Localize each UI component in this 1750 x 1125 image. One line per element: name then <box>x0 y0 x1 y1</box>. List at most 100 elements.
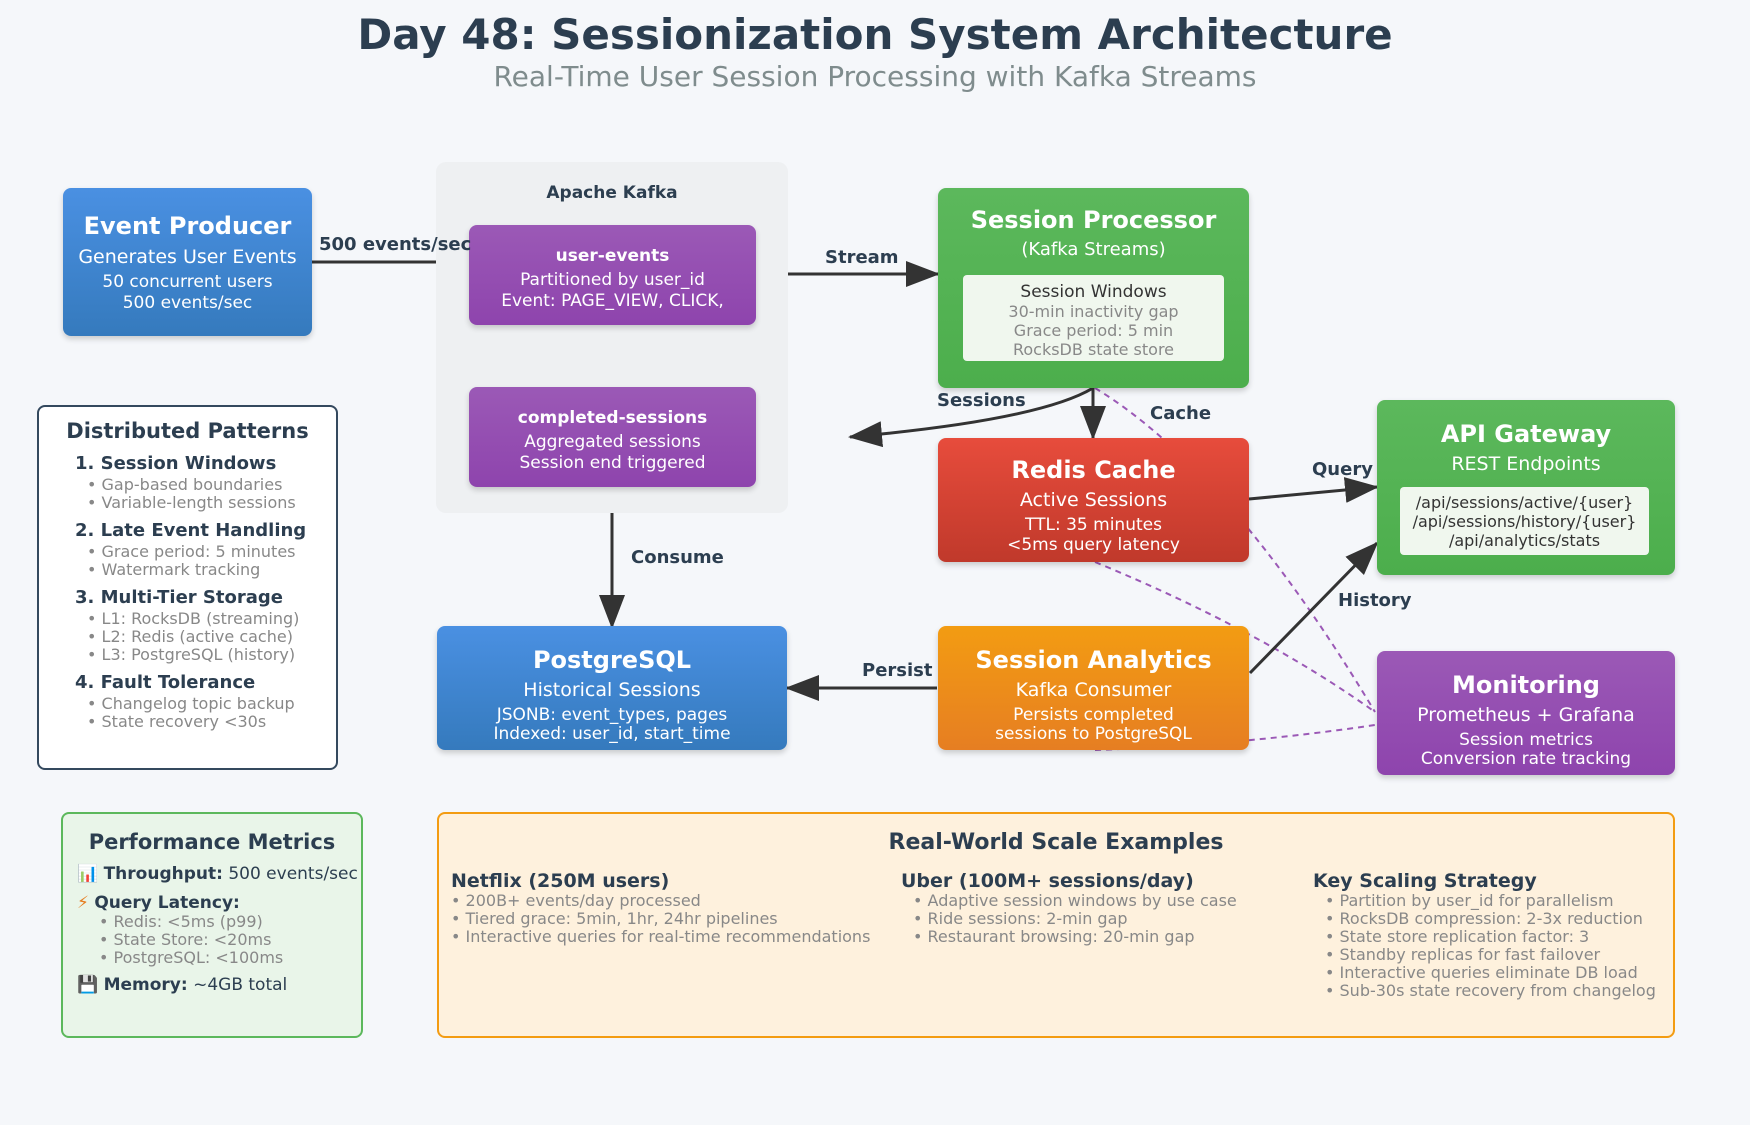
user-events-line1: Partitioned by user_id <box>520 270 705 290</box>
redis-cache-node[interactable]: Redis Cache Active Sessions TTL: 35 minu… <box>938 438 1249 562</box>
redis-title: Redis Cache <box>1011 456 1176 484</box>
redis-line2: TTL: 35 minutes <box>1025 515 1162 535</box>
performance-metrics-panel: Performance Metrics 📊 Throughput: 500 ev… <box>61 812 363 1038</box>
session-windows-panel: Session Windows 30-min inactivity gap Gr… <box>963 275 1224 361</box>
uber-column: Uber (100M+ sessions/day) • Adaptive ses… <box>901 870 1291 946</box>
uber-item-1: • Adaptive session windows by use case <box>913 891 1237 910</box>
kafka-label: Apache Kafka <box>546 183 678 203</box>
netflix-item-3: • Interactive queries for real-time reco… <box>451 927 871 946</box>
monitoring-node[interactable]: Monitoring Prometheus + Grafana Session … <box>1377 651 1675 775</box>
event-producer-node[interactable]: Event Producer Generates User Events 50 … <box>63 188 312 336</box>
postgresql-node[interactable]: PostgreSQL Historical Sessions JSONB: ev… <box>437 626 787 750</box>
user-events-topic[interactable]: user-events Partitioned by user_id Event… <box>469 225 756 325</box>
completed-sessions-topic[interactable]: completed-sessions Aggregated sessions S… <box>469 387 756 487</box>
pattern-1-sub1: • Gap-based boundaries <box>87 475 283 494</box>
processor-inner-line1: 30-min inactivity gap <box>1008 302 1179 321</box>
strategy-item-3: • State store replication factor: 3 <box>1325 927 1590 946</box>
processor-inner-title: Session Windows <box>1020 282 1167 302</box>
edge-label-consume: Consume <box>631 547 724 568</box>
redis-line3: <5ms query latency <box>1007 535 1180 555</box>
page-title: Day 48: Sessionization System Architectu… <box>357 10 1393 59</box>
producer-line2: 50 concurrent users <box>102 272 273 292</box>
monitoring-line1: Prometheus + Grafana <box>1417 704 1635 726</box>
pattern-2-sub1: • Grace period: 5 minutes <box>87 542 296 561</box>
pattern-2-sub2: • Watermark tracking <box>87 560 261 579</box>
user-events-title: user-events <box>555 246 670 266</box>
producer-title: Event Producer <box>83 212 292 240</box>
analytics-line2: Persists completed <box>1013 705 1174 725</box>
pattern-3-head: 3. Multi-Tier Storage <box>75 587 283 608</box>
distributed-patterns-panel: Distributed Patterns 1. Session Windows … <box>37 405 338 770</box>
edge-label-persist: Persist <box>862 660 933 681</box>
netflix-item-2: • Tiered grace: 5min, 1hr, 24hr pipeline… <box>451 909 778 928</box>
api-line1: REST Endpoints <box>1451 453 1601 475</box>
memory-value: ~4GB total <box>193 975 288 995</box>
bar-chart-icon: 📊 <box>77 864 99 884</box>
metrics-title: Performance Metrics <box>88 830 336 854</box>
session-processor-node[interactable]: Session Processor (Kafka Streams) Sessio… <box>938 188 1249 388</box>
edge-label-cache: Cache <box>1150 403 1212 424</box>
processor-subtitle: (Kafka Streams) <box>1021 239 1166 260</box>
processor-inner-line3: RocksDB state store <box>1012 340 1175 359</box>
latency-state-store: • State Store: <20ms <box>99 930 272 949</box>
analytics-line1: Kafka Consumer <box>1015 679 1172 701</box>
redis-line1: Active Sessions <box>1019 489 1168 511</box>
edge-label-sessions: Sessions <box>937 390 1026 411</box>
netflix-item-1: • 200B+ events/day processed <box>451 891 701 910</box>
throughput-label: Throughput: <box>103 864 223 884</box>
pattern-3-sub2: • L2: Redis (active cache) <box>87 627 293 646</box>
patterns-title: Distributed Patterns <box>66 419 309 443</box>
processor-title: Session Processor <box>970 206 1217 234</box>
endpoints-panel: /api/sessions/active/{user} /api/session… <box>1400 487 1649 555</box>
strategy-item-6: • Sub-30s state recovery from changelog <box>1325 981 1656 1000</box>
session-analytics-node[interactable]: Session Analytics Kafka Consumer Persist… <box>938 626 1249 750</box>
postgres-line1: Historical Sessions <box>523 679 701 701</box>
strategy-item-4: • Standby replicas for fast failover <box>1325 945 1601 964</box>
latency-postgres: • PostgreSQL: <100ms <box>99 948 284 967</box>
postgres-line2: JSONB: event_types, pages <box>496 705 728 725</box>
arrow-redis-to-api <box>1248 477 1379 503</box>
pattern-4-sub1: • Changelog topic backup <box>87 694 295 713</box>
monitoring-title: Monitoring <box>1452 671 1600 699</box>
pattern-3-sub3: • L3: PostgreSQL (history) <box>87 645 296 664</box>
api-gateway-node[interactable]: API Gateway REST Endpoints /api/sessions… <box>1377 400 1675 575</box>
endpoint-history[interactable]: /api/sessions/history/{user} <box>1412 512 1637 531</box>
monitoring-line3: Conversion rate tracking <box>1420 749 1632 769</box>
api-title: API Gateway <box>1440 420 1612 448</box>
analytics-line3: sessions to PostgreSQL <box>995 724 1192 744</box>
user-events-line2: Event: PAGE_VIEW, CLICK, <box>501 291 724 311</box>
pattern-4-sub2: • State recovery <30s <box>87 712 267 731</box>
pattern-4-head: 4. Fault Tolerance <box>75 672 256 693</box>
pattern-1-sub2: • Variable-length sessions <box>87 493 296 512</box>
latency-redis: • Redis: <5ms (p99) <box>99 912 263 931</box>
edge-label-query: Query <box>1312 459 1373 480</box>
floppy-disk-icon: 💾 <box>77 975 99 995</box>
uber-head: Uber (100M+ sessions/day) <box>901 870 1194 892</box>
strategy-item-1: • Partition by user_id for parallelism <box>1325 891 1614 910</box>
endpoint-stats[interactable]: /api/analytics/stats <box>1448 531 1601 550</box>
edge-label-rate: 500 events/sec <box>319 234 472 255</box>
throughput-value: 500 events/sec <box>228 864 358 884</box>
monitoring-line2: Session metrics <box>1459 730 1593 750</box>
completed-sessions-line2: Session end triggered <box>519 453 706 473</box>
postgres-title: PostgreSQL <box>532 646 692 674</box>
analytics-title: Session Analytics <box>975 646 1212 674</box>
scale-title: Real-World Scale Examples <box>888 830 1224 855</box>
endpoint-active[interactable]: /api/sessions/active/{user} <box>1415 493 1634 512</box>
completed-sessions-line1: Aggregated sessions <box>524 432 701 452</box>
edge-label-history: History <box>1338 590 1412 611</box>
strategy-column: Key Scaling Strategy • Partition by user… <box>1313 870 1663 1000</box>
monitor-link-processor <box>1094 387 1376 713</box>
lightning-icon: ⚡ <box>77 893 89 913</box>
strategy-head: Key Scaling Strategy <box>1313 870 1537 892</box>
strategy-item-2: • RocksDB compression: 2-3x reduction <box>1325 909 1643 928</box>
page-subtitle: Real-Time User Session Processing with K… <box>493 60 1257 93</box>
edge-label-stream: Stream <box>825 247 899 268</box>
arrow-sessions-to-topic <box>848 386 1094 448</box>
uber-item-2: • Ride sessions: 2-min gap <box>913 909 1128 928</box>
pattern-3-sub1: • L1: RocksDB (streaming) <box>87 609 300 628</box>
postgres-line3: Indexed: user_id, start_time <box>493 724 731 744</box>
memory-label: Memory: <box>103 975 188 995</box>
strategy-item-5: • Interactive queries eliminate DB load <box>1325 963 1638 982</box>
producer-line3: 500 events/sec <box>122 293 253 313</box>
